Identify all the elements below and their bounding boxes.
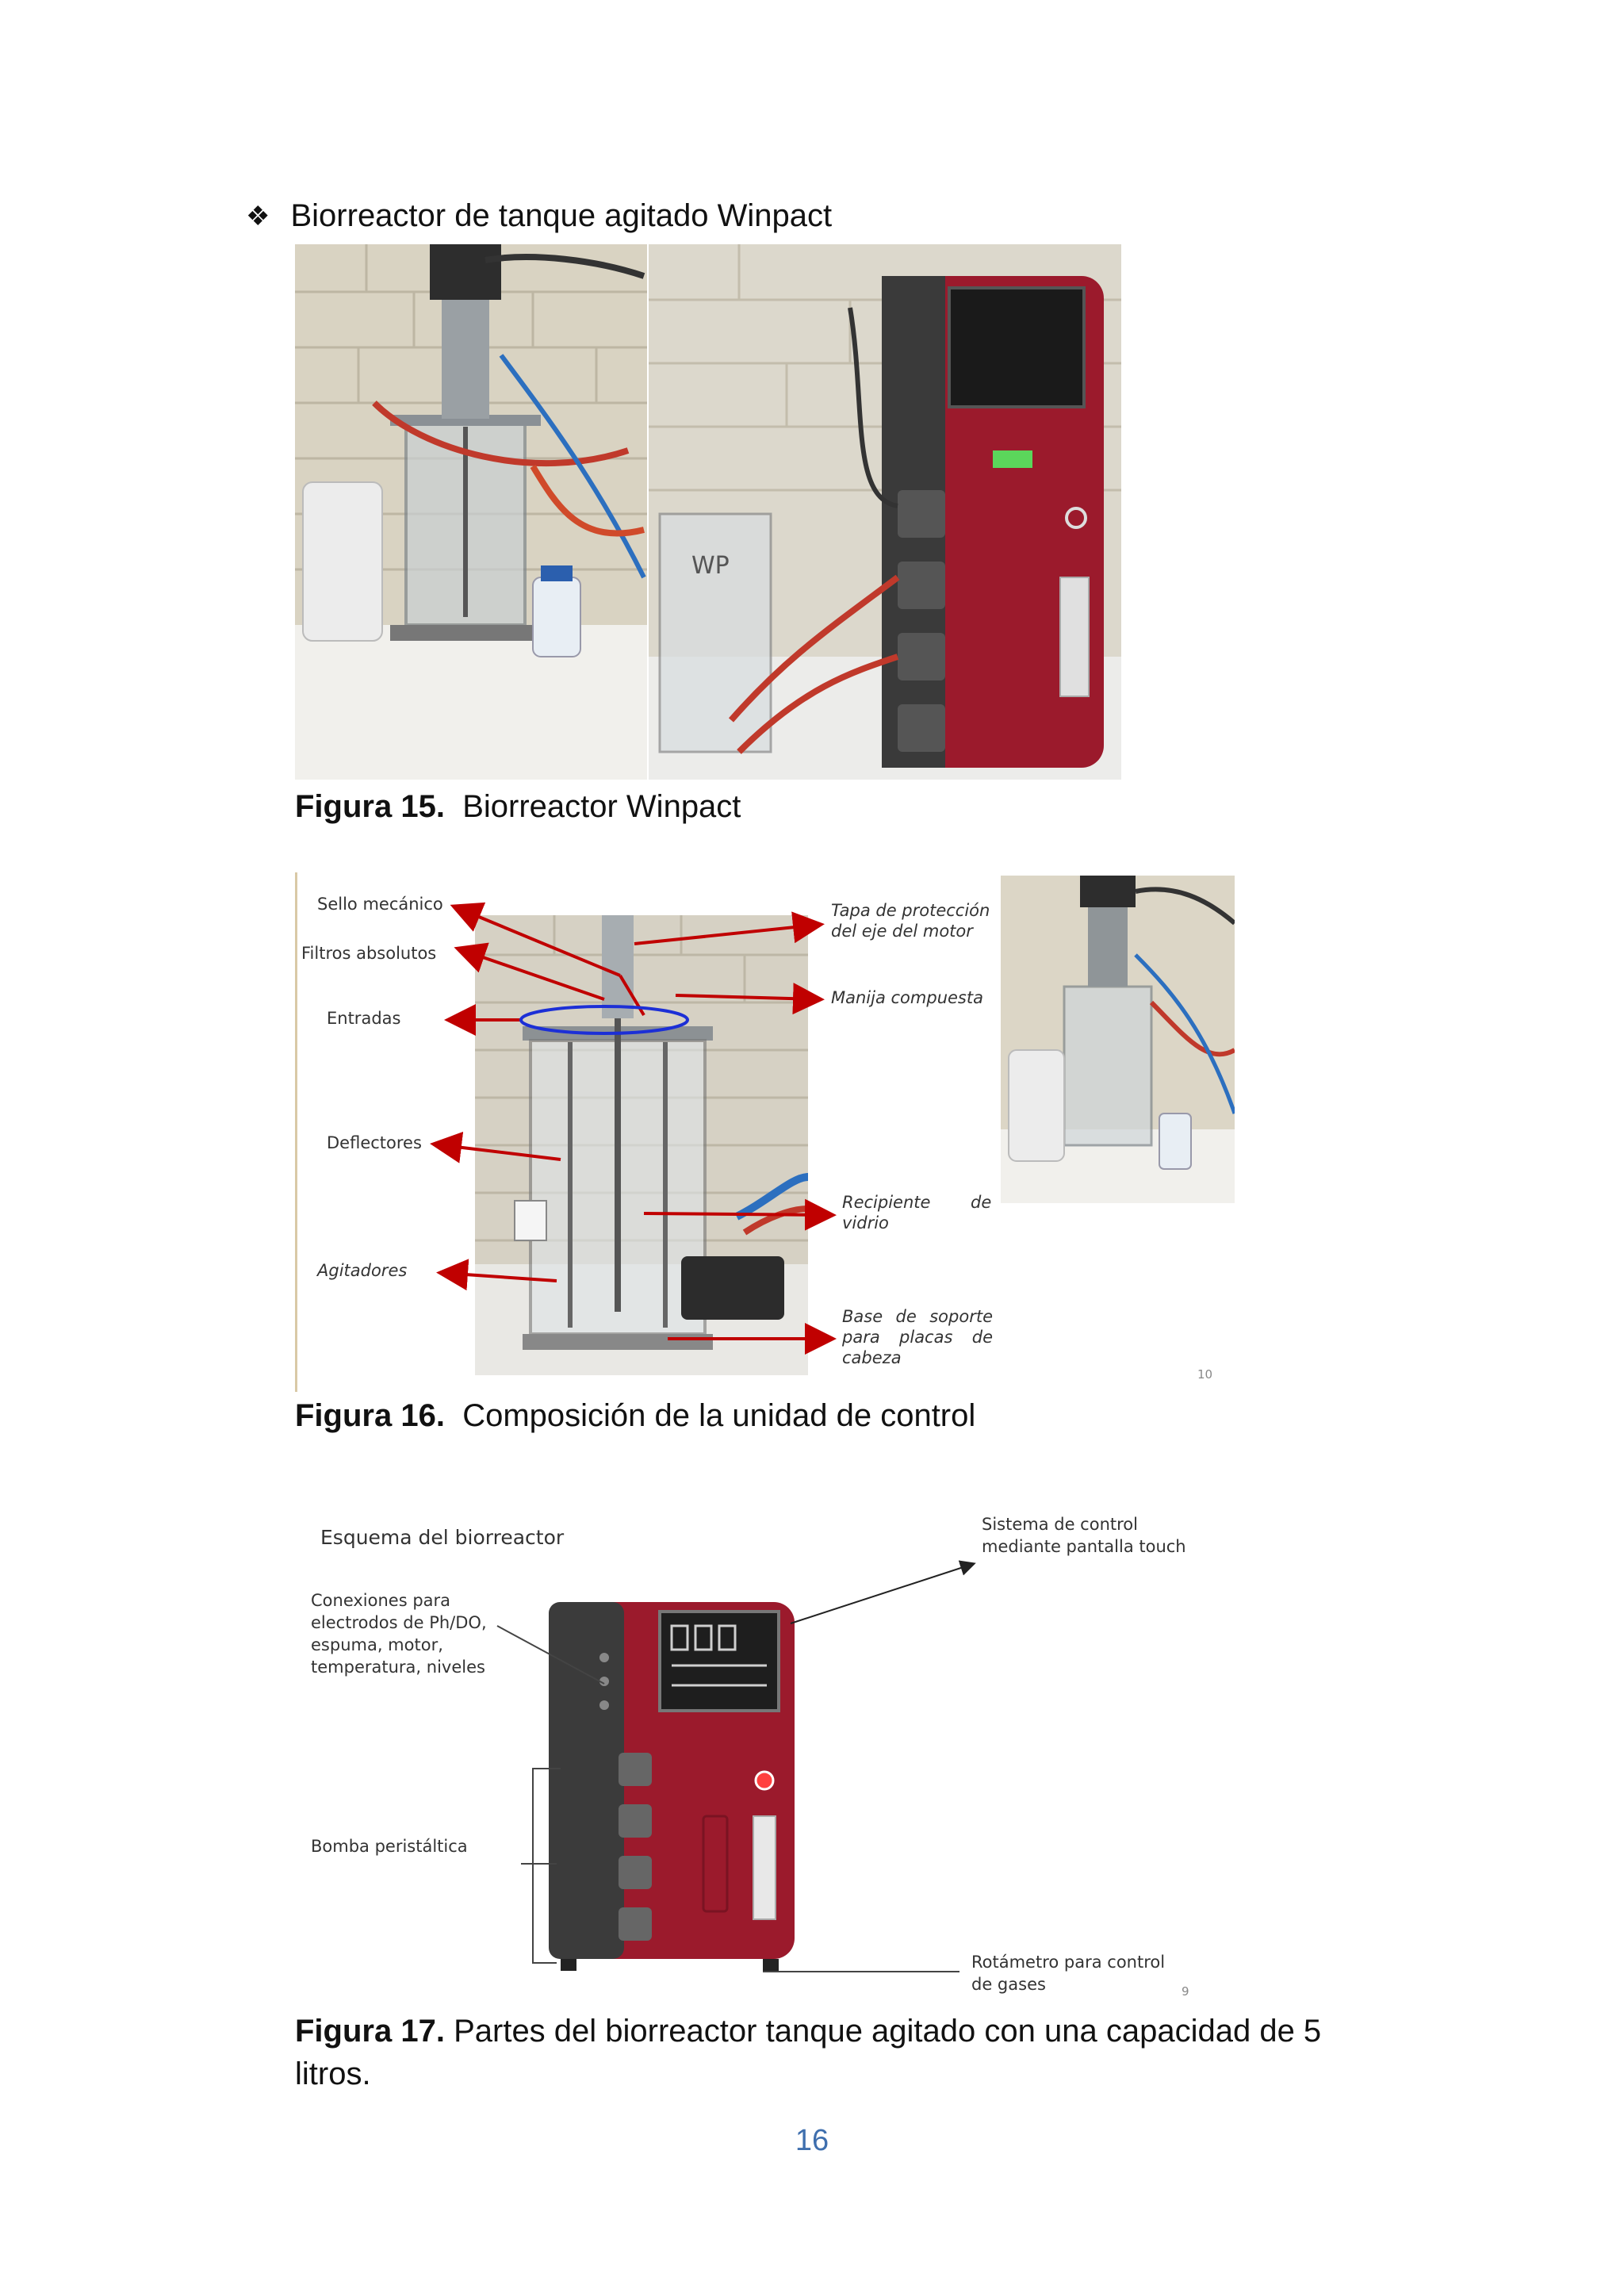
- label-rotametro-line1: Rotámetro para control: [971, 1953, 1166, 1972]
- label-conexiones-line2: electrodos de Ph/DO,: [311, 1613, 487, 1632]
- label-sello-mecanico: Sello mecánico: [317, 895, 443, 914]
- label-entradas: Entradas: [327, 1009, 401, 1028]
- figure-16: Sello mecánico Filtros absolutos Entrada…: [295, 872, 1247, 1392]
- label-deflectores: Deflectores: [327, 1133, 422, 1152]
- section-heading: ❖ Biorreactor de tanque agitado Winpact: [246, 198, 832, 234]
- figure-16-arrows: [430, 902, 837, 1355]
- figure-16-text: Composición de la unidad de control: [462, 1398, 976, 1433]
- figure-17-caption: Figura 17. Partes del biorreactor tanque…: [295, 2010, 1405, 2095]
- figure-17-illustration: [496, 1560, 976, 1972]
- label-filtros-absolutos: Filtros absolutos: [301, 944, 437, 963]
- figure-15-label: Figura 15.: [295, 789, 445, 824]
- label-base-line3: cabeza: [842, 1348, 902, 1367]
- label-recipiente-line1: Recipiente: [842, 1193, 931, 1212]
- label-recipiente-line2: vidrio: [842, 1213, 889, 1232]
- label-base-line2: para placas de: [842, 1328, 993, 1347]
- label-tapa-line1: Tapa de protección: [831, 901, 990, 920]
- figure-16-label: Figura 16.: [295, 1398, 445, 1433]
- label-base-line1: Base de soporte: [842, 1307, 993, 1326]
- figure-16-reactor-photo: [475, 915, 808, 1375]
- photo-badge: WP: [691, 552, 730, 580]
- label-recipiente-de: de: [971, 1193, 992, 1212]
- label-agitadores: Agitadores: [317, 1261, 408, 1280]
- figure-16-caption: Figura 16. Composición de la unidad de c…: [295, 1394, 975, 1437]
- figure-15-caption: Figura 15. Biorreactor Winpact: [295, 785, 741, 828]
- label-conexiones-line1: Conexiones para: [311, 1591, 451, 1610]
- figure-17: Esquema del biorreactor Conexiones para …: [295, 1499, 1247, 2007]
- figure-17-ref-number: 9: [1182, 1984, 1189, 1999]
- label-conexiones-line4: temperatura, niveles: [311, 1658, 485, 1677]
- figure-17-text: Partes del biorreactor tanque agitado co…: [454, 2014, 1322, 2049]
- diamond-cluster-icon: ❖: [246, 201, 270, 232]
- label-conexiones: Conexiones para electrodos de Ph/DO, esp…: [311, 1589, 487, 1678]
- page-number: 16: [795, 2124, 829, 2157]
- label-manija-compuesta: Manija compuesta: [831, 988, 983, 1007]
- figure-16-side-photo: [1001, 876, 1235, 1203]
- label-sistema-control: Sistema de control mediante pantalla tou…: [982, 1513, 1186, 1558]
- section-heading-text: Biorreactor de tanque agitado Winpact: [290, 198, 833, 233]
- figure-17-text-line2: litros.: [295, 2056, 371, 2091]
- label-bomba-peristaltica: Bomba peristáltica: [311, 1837, 468, 1856]
- label-conexiones-line3: espuma, motor,: [311, 1635, 443, 1654]
- label-tapa-line2: del eje del motor: [831, 922, 973, 941]
- figure-15-photo: WP: [295, 244, 1121, 780]
- figure-15-text: Biorreactor Winpact: [462, 789, 741, 824]
- figure-17-label: Figura 17.: [295, 2014, 445, 2049]
- figure-15-illustration: WP: [295, 244, 1121, 780]
- label-sistema-line2: mediante pantalla touch: [982, 1537, 1186, 1556]
- figure-16-divider: [295, 872, 297, 1392]
- figure-16-ref-number: 10: [1197, 1367, 1213, 1382]
- label-sistema-line1: Sistema de control: [982, 1515, 1138, 1534]
- label-rotametro-line2: de gases: [971, 1975, 1046, 1994]
- label-rotametro: Rotámetro para control de gases: [971, 1951, 1165, 1995]
- label-esquema-biorreactor: Esquema del biorreactor: [320, 1526, 565, 1549]
